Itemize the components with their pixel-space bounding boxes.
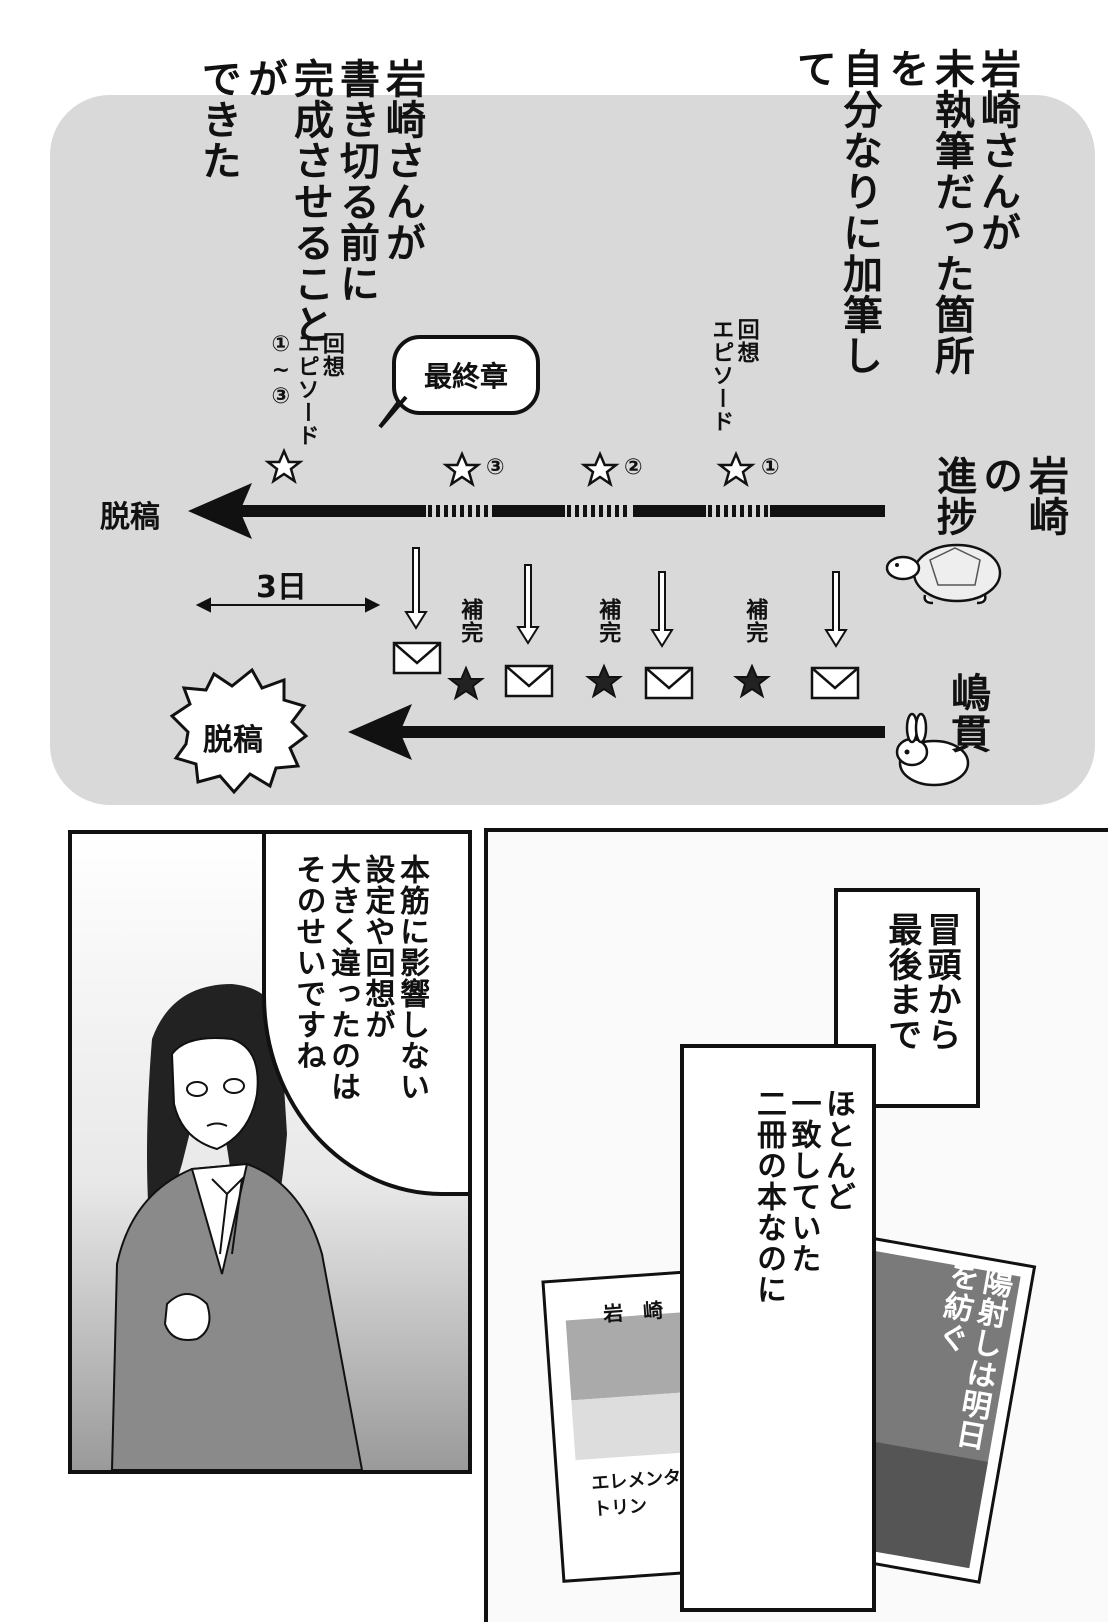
recall-label-left-line1: 回想 <box>318 332 344 378</box>
supplement-label: 補完 <box>457 598 483 644</box>
down-arrow-icon <box>404 547 428 630</box>
caption-left-line1: 岩崎さんが <box>379 58 425 263</box>
burst-bubble <box>169 667 309 795</box>
envelope-icon <box>392 641 442 675</box>
caption-b: ほとんど 一致していた 二冊の本なのに <box>680 1044 876 1612</box>
bottom-arrow <box>348 704 885 760</box>
caption-a-line2: 最後まで <box>881 912 922 1052</box>
speech-text: 本筋に影響しない 設定や回想が 大きく違ったのは そのせいですね <box>290 854 430 1174</box>
down-arrow-icon <box>824 571 848 648</box>
caption-right-line1: 岩崎さんが <box>974 48 1020 253</box>
caption-a: 冒頭から 最後まで <box>834 888 980 1108</box>
gap-double-arrow <box>195 597 381 613</box>
star-outline-icon <box>442 450 482 487</box>
speech-line3: 大きく違ったのは <box>325 854 360 1102</box>
star-outline-icon <box>264 447 304 484</box>
speech-line1: 本筋に影響しない <box>394 854 429 1102</box>
star-filled-icon <box>585 663 623 699</box>
bottom-row-name: 嶋貫 <box>944 672 990 754</box>
supplement-label: 補完 <box>742 598 768 644</box>
bottom-row-end-label: 脱稿 <box>203 723 263 758</box>
top-row-name: 岩崎の 進捗 <box>930 455 1068 575</box>
caption-left-line2: 書き切る前に <box>333 58 379 304</box>
supplement-label: 補完 <box>595 598 621 644</box>
star-filled-icon <box>447 665 485 701</box>
speech-line4: そのせいですね <box>290 854 326 1071</box>
final-chapter-label: 最終章 <box>423 360 508 393</box>
caption-b-line2: 一致していた <box>785 1088 821 1274</box>
caption-left-line4: できた <box>195 58 241 181</box>
gap-label: 3日 <box>256 570 307 605</box>
recall-label-right-line1: 回想 <box>733 318 759 364</box>
recall-label-left-line2: エピソード <box>293 332 319 447</box>
final-chapter-bubble-tail <box>378 395 408 429</box>
top-row-name-line2: 進捗 <box>930 455 976 537</box>
recall-label-right-line2: エピソード <box>708 318 734 433</box>
rabbit-icon <box>895 712 970 787</box>
star-mark-2: ② <box>624 455 643 480</box>
caption-left: 岩崎さんが 書き切る前に 完成させることが できた <box>195 58 425 358</box>
caption-b-line3: 二冊の本なのに <box>751 1088 786 1305</box>
timeline-diagram <box>169 447 1002 795</box>
down-arrow-icon <box>516 564 540 645</box>
envelope-icon <box>644 666 694 700</box>
star-mark-1: ① <box>761 455 780 480</box>
caption-right-line2: 未執筆だった箇所を <box>882 48 974 376</box>
recall-label-left: 回想 エピソード ①~③ <box>268 332 344 462</box>
dash-segment-2 <box>565 502 633 520</box>
lower-right-panel: 岩崎翔 エレメンタリー・ドクトリン 陽射しは明日を紡ぐ 冒頭から 最後まで ほと… <box>484 828 1108 1622</box>
dash-segment-3 <box>426 502 492 520</box>
envelope-icon <box>504 664 554 698</box>
top-row-end-label: 脱稿 <box>100 500 160 535</box>
caption-left-line3: 完成させることが <box>241 58 333 345</box>
dash-segment-1 <box>706 502 770 520</box>
star-filled-icon <box>733 663 771 699</box>
star-outline-icon <box>716 450 756 487</box>
star-mark-3: ③ <box>486 455 505 480</box>
down-arrow-icon <box>650 571 674 648</box>
turtle-icon <box>885 543 1002 605</box>
lower-left-panel: 本筋に影響しない 設定や回想が 大きく違ったのは そのせいですね <box>68 830 472 1474</box>
caption-right-line3: 自分なりに加筆して <box>790 48 882 376</box>
final-chapter-bubble: 最終章 <box>392 335 540 415</box>
caption-b-line1: ほとんど <box>820 1088 855 1212</box>
caption-right: 岩崎さんが 未執筆だった箇所を 自分なりに加筆して <box>790 48 1020 378</box>
recall-label-right: 回想 エピソード <box>708 318 759 448</box>
speech-line2: 設定や回想が <box>359 854 395 1040</box>
top-row-name-line1: 岩崎の <box>976 455 1068 537</box>
caption-a-line1: 冒頭から <box>921 912 961 1052</box>
star-outline-icon <box>580 450 620 487</box>
envelope-icon <box>810 666 860 700</box>
top-arrow <box>188 483 885 539</box>
recall-label-left-line3: ①~③ <box>268 332 294 410</box>
